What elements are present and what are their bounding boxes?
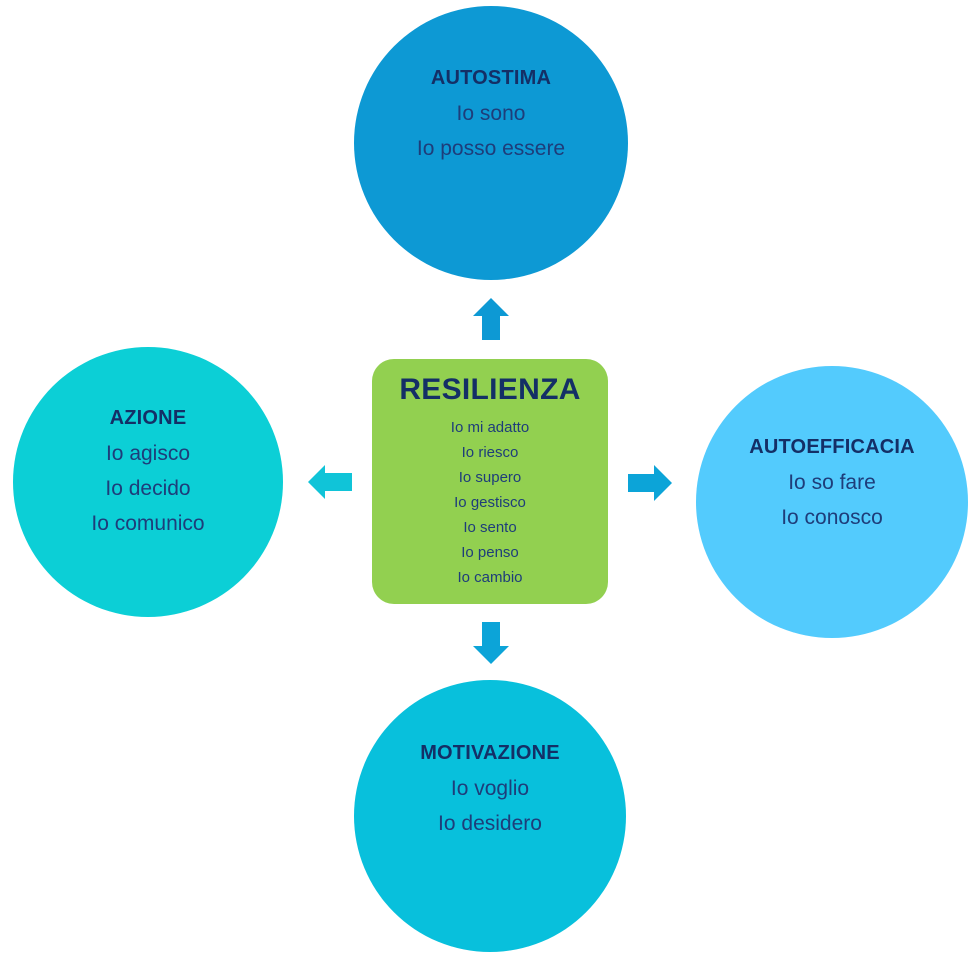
arrow-left-icon [308,465,352,499]
azione-line: Io comunico [91,512,205,535]
resilienza-line: Io gestisco [454,494,526,511]
autoefficacia-line: Io conosco [781,505,883,529]
autoefficacia-circle: AUTOEFFICACIA Io so fare Io conosco [696,366,968,638]
autostima-circle: AUTOSTIMA Io sono Io posso essere [354,6,628,280]
azione-line: Io agisco [105,442,191,465]
autostima-title: AUTOSTIMA [430,66,552,89]
autostima-line: Io posso essere [416,136,566,160]
arrow-up-icon [473,298,509,340]
motivazione-line: Io voglio [450,776,530,800]
resilienza-box: RESILIENZA Io mi adatto Io riesco Io sup… [372,359,608,604]
resilienza-line: Io cambio [457,569,523,586]
resilienza-line: Io sento [463,519,517,536]
autostima-line: Io sono [456,101,526,125]
resilienza-line: Io supero [458,469,522,486]
autoefficacia-line: Io so fare [788,470,876,494]
azione-title: AZIONE [109,407,187,429]
motivazione-title: MOTIVAZIONE [420,741,560,764]
azione-line: Io decido [105,477,191,500]
autoefficacia-title: AUTOEFFICACIA [749,435,915,458]
azione-circle: AZIONE Io agisco Io decido Io comunico [13,347,283,617]
arrow-down-icon [473,622,509,664]
resilienza-line: Io penso [461,544,519,561]
resilienza-title: RESILIENZA [399,373,581,406]
motivazione-circle: MOTIVAZIONE Io voglio Io desidero [354,680,626,952]
resilienza-line: Io mi adatto [450,419,530,436]
arrow-right-icon [628,465,672,501]
motivazione-line: Io desidero [438,811,542,835]
resilienza-line: Io riesco [461,444,519,461]
